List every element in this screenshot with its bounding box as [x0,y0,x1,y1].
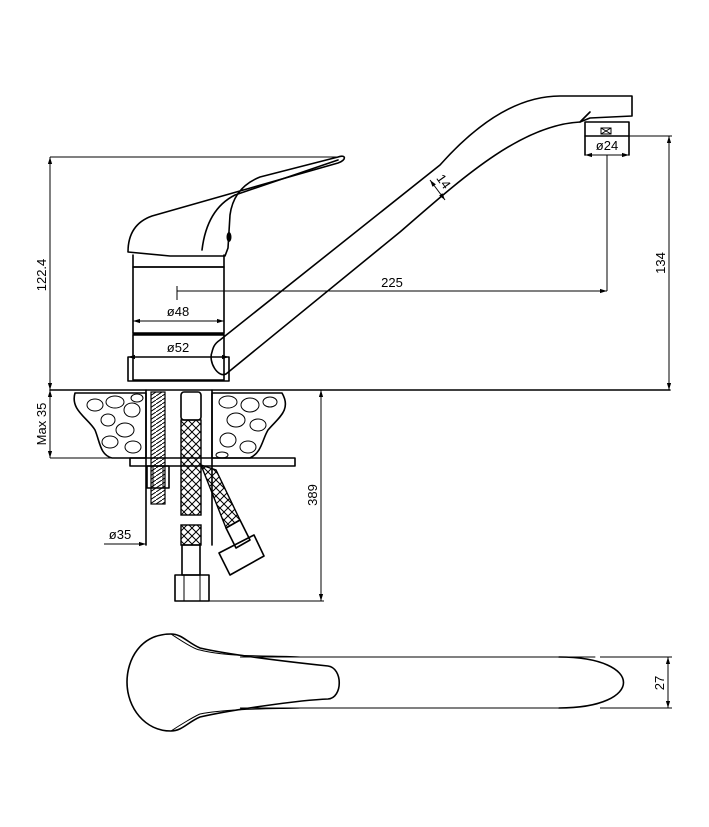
dim-total-height: 122.4 [34,259,49,292]
dim-spout-reach: 225 [381,275,403,290]
aerator [584,121,630,137]
hose-connector-top [180,391,202,421]
hose-nut [174,574,210,602]
spout-top-end [558,656,625,709]
dim-spout-height: 134 [653,252,668,274]
nut [146,465,170,489]
dim-hole-diameter: ø35 [109,527,131,542]
threaded-stud [150,391,166,505]
dim-body-diameter: ø48 [167,304,189,319]
hose-fitting [181,544,201,576]
faucet-body [132,266,225,334]
lever-inner-curve [201,159,339,251]
dim-base-diameter: ø52 [167,340,189,355]
lever-handle [127,155,346,257]
hose-angled [199,463,241,530]
dim-aerator-diameter: ø24 [596,138,618,153]
dim-handle-width: 27 [652,676,667,690]
dimension-lines [47,135,672,602]
side-view: 122.4 ø48 ø52 225 14 ø24 134 Max 35 ø35 … [34,95,672,602]
base-ring [127,356,230,382]
top-view: 27 [126,633,672,732]
hose-angled-nut [218,534,265,576]
countertop-section [73,392,287,459]
dim-max-counter: Max 35 [34,403,49,446]
hose-braided [180,419,202,516]
dim-hose-length: 389 [305,484,320,506]
spout-tip-line [579,111,591,123]
spout [210,95,633,376]
handle-top-view [126,633,341,732]
dim-spout-thickness: 14 [433,171,454,191]
lever-pivot [226,232,232,242]
